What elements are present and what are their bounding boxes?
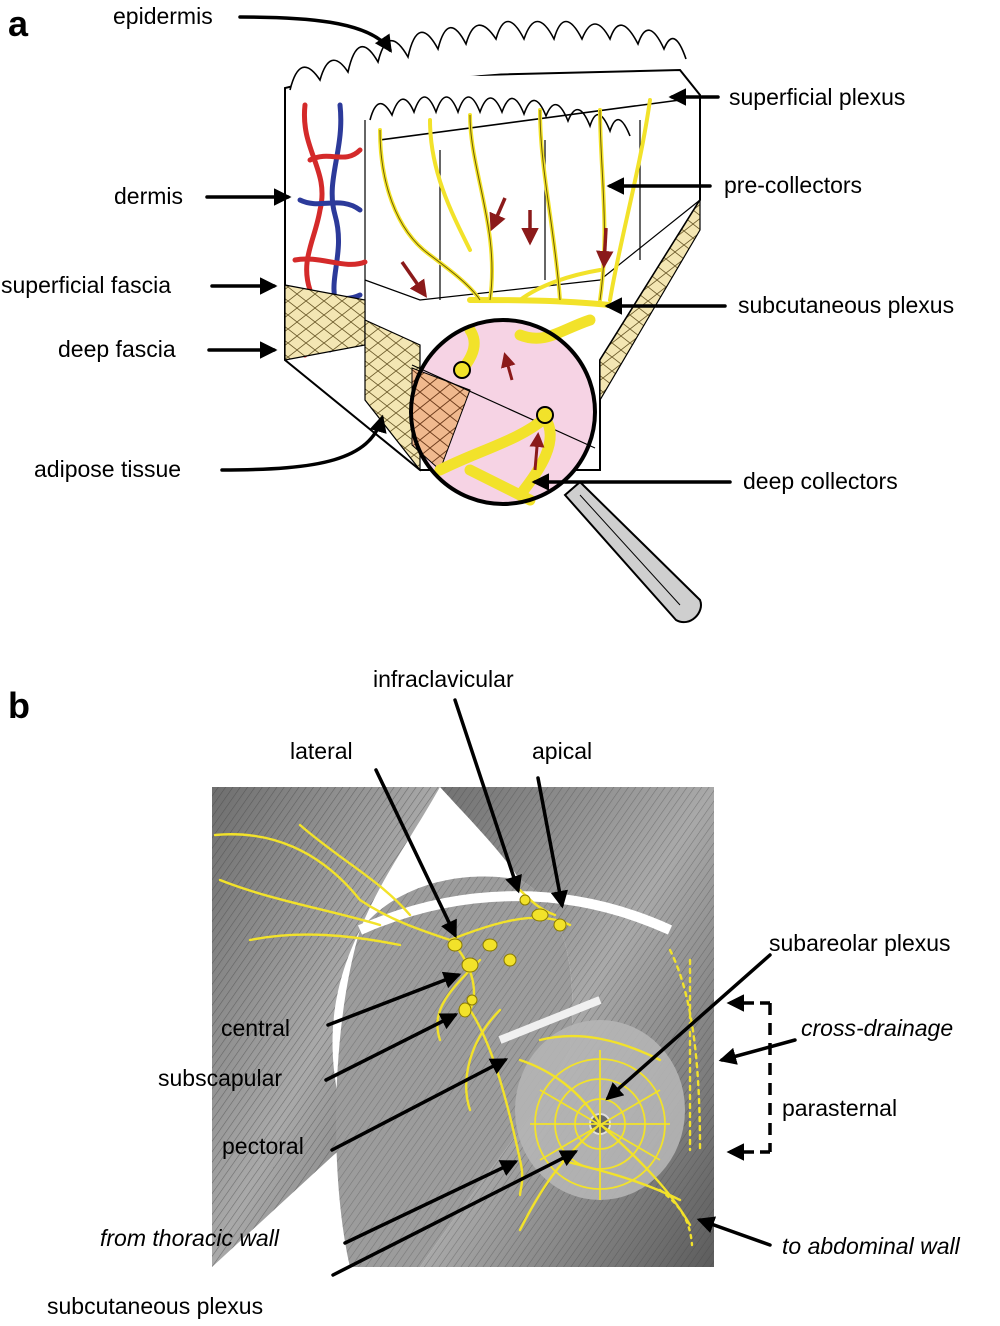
leader-adipose-tissue <box>220 414 387 472</box>
label-subcutaneous-plexus-b: subcutaneous plexus <box>47 1293 264 1319</box>
label-from-thoracic-wall: from thoracic wall <box>100 1225 279 1251</box>
leader-subcutaneous-plexus-b <box>331 1150 579 1277</box>
label-pectoral: pectoral <box>222 1133 304 1159</box>
leader-subscapular <box>324 1013 459 1082</box>
magnifier <box>409 314 702 623</box>
label-adipose-tissue: adipose tissue <box>34 456 182 482</box>
label-to-abdominal-wall: to abdominal wall <box>782 1233 960 1259</box>
leader-apical <box>536 776 568 909</box>
label-infraclavicular: infraclavicular <box>373 666 514 692</box>
label-parasternal: parasternal <box>782 1095 898 1121</box>
adipose-layer-right <box>599 197 701 403</box>
adipose-layer-front <box>364 319 421 472</box>
parasternal-bracket <box>726 994 772 1161</box>
lens-flow-arrows <box>501 352 545 471</box>
panel-b-leaders <box>324 698 797 1277</box>
label-apical: apical <box>532 738 593 764</box>
flow-arrows-a <box>400 197 614 298</box>
label-pre-collectors: pre-collectors <box>724 172 863 198</box>
label-superficial-plexus: superficial plexus <box>729 84 906 110</box>
leader-to-abdominal-wall <box>696 1216 772 1247</box>
label-subscapular: subscapular <box>158 1065 283 1091</box>
leader-lateral <box>374 768 457 939</box>
label-superficial-fascia: superficial fascia <box>1 272 172 298</box>
panel-a-illustration <box>284 20 702 623</box>
label-dermis: dermis <box>114 183 184 209</box>
leader-from-thoracic-wall <box>343 1160 519 1245</box>
label-cross-drainage: cross-drainage <box>801 1015 954 1041</box>
label-subareolar-plexus: subareolar plexus <box>769 930 951 956</box>
panel-letter-a: a <box>8 3 29 44</box>
subareolar-mesh <box>530 1050 670 1200</box>
panel-letter-b: b <box>8 685 30 726</box>
label-central: central <box>221 1015 291 1041</box>
label-lateral: lateral <box>290 738 353 764</box>
panel-a-leaders <box>205 15 732 491</box>
label-subcutaneous-plexus-a: subcutaneous plexus <box>738 292 955 318</box>
leader-central <box>326 971 462 1027</box>
lymphatic-outline-a <box>379 109 605 301</box>
magnifier-handle <box>563 480 702 623</box>
leader-pectoral <box>330 1058 509 1152</box>
label-epidermis: epidermis <box>113 3 213 29</box>
leader-infraclavicular <box>453 698 522 894</box>
leader-cross-drainage <box>718 1038 797 1065</box>
lens-lymph-vessels <box>434 314 596 506</box>
epidermis-papillae <box>289 20 687 141</box>
leader-epidermis <box>238 15 392 53</box>
lymph-nodes-b <box>447 894 567 1018</box>
label-deep-collectors: deep collectors <box>743 468 898 494</box>
label-deep-fascia: deep fascia <box>58 336 176 362</box>
leader-subareolar-plexus <box>605 953 772 1101</box>
